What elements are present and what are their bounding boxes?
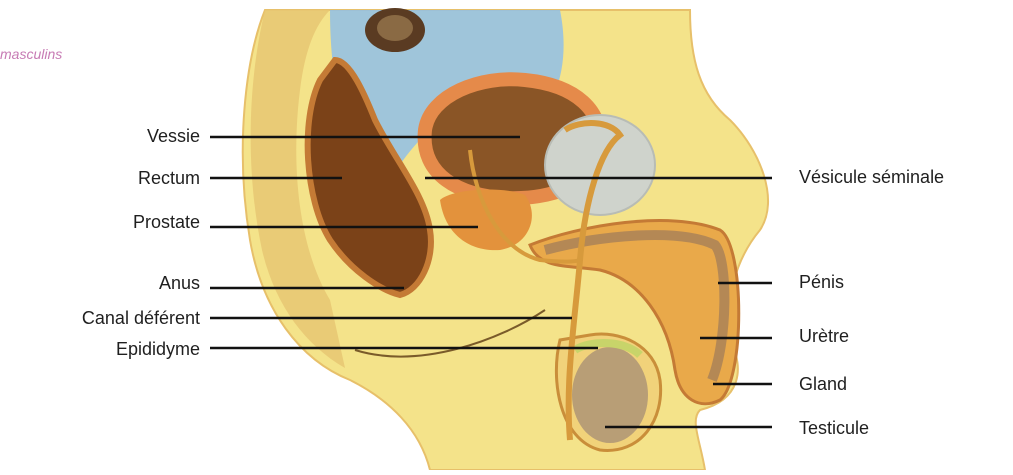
label-gland: Gland bbox=[799, 374, 847, 394]
label-anus: Anus bbox=[0, 273, 200, 293]
testicle-shape bbox=[572, 347, 648, 443]
label-vessie: Vessie bbox=[0, 126, 200, 146]
figure-caption: masculins bbox=[0, 46, 62, 62]
label-testicule: Testicule bbox=[799, 418, 869, 438]
label-uretre: Urètre bbox=[799, 326, 849, 346]
label-canal-deferent: Canal déférent bbox=[0, 308, 200, 328]
label-penis: Pénis bbox=[799, 272, 844, 292]
label-vesicule-seminale: Vésicule séminale bbox=[799, 167, 944, 187]
label-epididyme: Epididyme bbox=[0, 339, 200, 359]
label-rectum: Rectum bbox=[0, 168, 200, 188]
label-prostate: Prostate bbox=[0, 212, 200, 232]
